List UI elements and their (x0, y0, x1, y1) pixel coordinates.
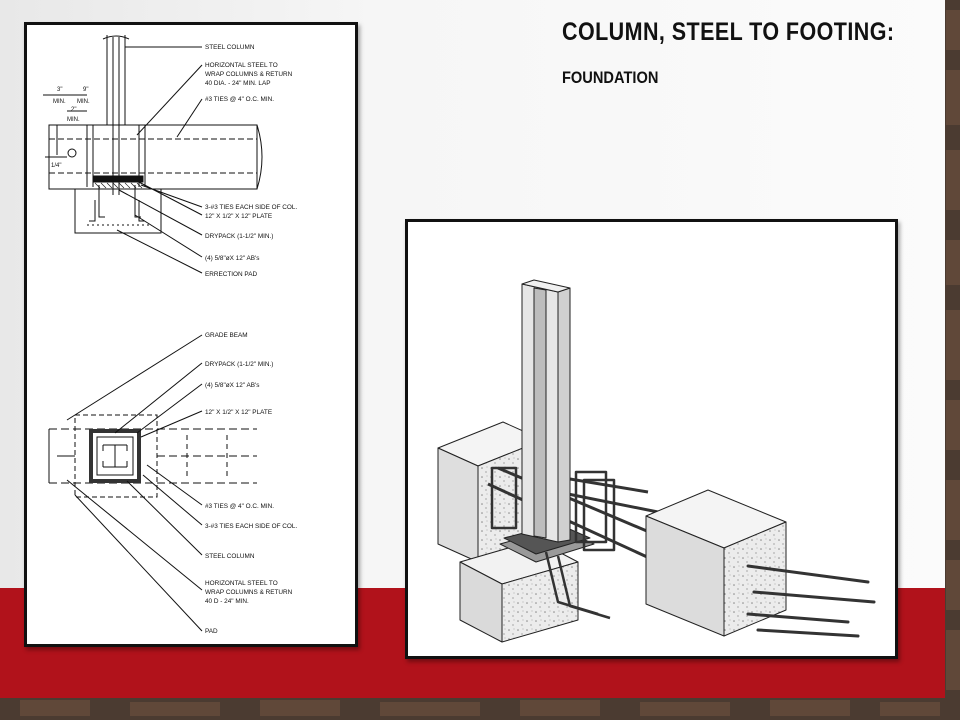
plan-label-pad: PAD (205, 628, 218, 635)
dim-2in: 2" (71, 107, 76, 113)
slide-title: COLUMN, STEEL TO FOOTING: (562, 18, 895, 46)
plan-label-plate: 12" X 1/2" X 12" PLATE (205, 409, 272, 416)
isometric-illustration (437, 279, 876, 643)
elev-label-anchor-bolts: (4) 5/8"øX 12" AB's (205, 255, 259, 262)
elev-label-horizontal-steel-3: 40 DIA. - 24" MIN. LAP (205, 80, 271, 87)
elev-label-ties: #3 TIES @ 4" O.C. MIN. (205, 96, 274, 103)
column-flange-front (533, 287, 547, 539)
plan-label-horizontal-steel-3: 40 D - 24" MIN. (205, 598, 249, 605)
slide-subtitle: FOUNDATION (562, 68, 659, 87)
plan-label-ties: #3 TIES @ 4" O.C. MIN. (205, 503, 274, 510)
elev-label-steel-column: STEEL COLUMN (205, 44, 255, 51)
isometric-illustration-frame (405, 219, 898, 659)
elev-label-horizontal-steel-2: WRAP COLUMNS & RETURN (205, 71, 293, 78)
plan-label-horizontal-steel-1: HORIZONTAL STEEL TO (205, 580, 278, 587)
plan-label-3-ties: 3-#3 TIES EACH SIDE OF COL. (205, 523, 297, 530)
dim-min-2: MIN. (77, 99, 90, 105)
right-beam-end (723, 521, 787, 637)
dim-quarter-in: 1/4" (51, 163, 61, 169)
detail-drawing: 3" 9" MIN. MIN. 2" MIN. 1/4" STEEL COLUM… (43, 35, 297, 635)
column-flange-side (557, 287, 571, 543)
plan-label-steel-column: STEEL COLUMN (205, 553, 255, 560)
elev-label-horizontal-steel-1: HORIZONTAL STEEL TO (205, 62, 278, 69)
elev-label-errection-pad: ERRECTION PAD (205, 271, 257, 278)
dim-3in: 3" (57, 87, 62, 93)
left-beam-front (437, 447, 479, 563)
plan-label-anchor-bolts: (4) 5/8"øX 12" AB's (205, 382, 259, 389)
detail-drawing-frame: 3" 9" MIN. MIN. 2" MIN. 1/4" STEEL COLUM… (24, 22, 358, 647)
plan-label-drypack: DRYPACK (1-1/2" MIN.) (205, 361, 273, 368)
pad-right (501, 561, 579, 643)
elev-label-plate: 12" X 1/2" X 12" PLATE (205, 213, 272, 220)
elev-label-drypack: DRYPACK (1-1/2" MIN.) (205, 233, 273, 240)
plan-label-horizontal-steel-2: WRAP COLUMNS & RETURN (205, 589, 293, 596)
elev-label-3-ties: 3-#3 TIES EACH SIDE OF COL. (205, 204, 297, 211)
column-top (521, 279, 571, 293)
plan-label-grade-beam: GRADE BEAM (205, 332, 248, 339)
dim-9in: 9" (83, 87, 88, 93)
dim-min-1: MIN. (53, 99, 66, 105)
dim-min-3: MIN. (67, 117, 80, 123)
